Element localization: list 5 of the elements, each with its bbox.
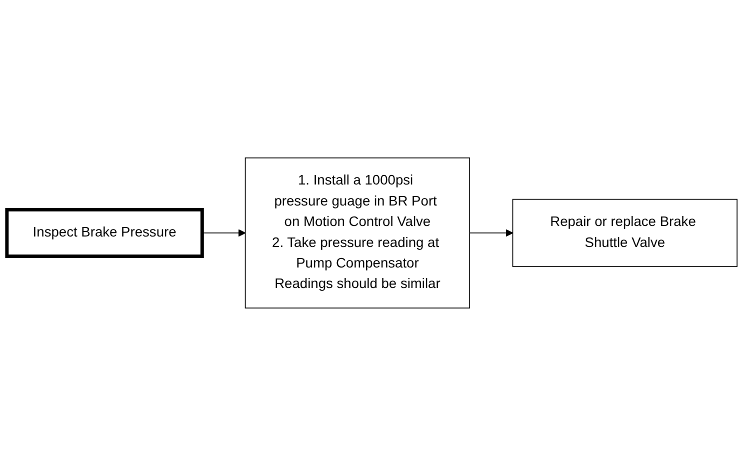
node-box: 1. Install a 1000psi pressure guage in BR Port on Motion Control Valve 2. Take pressure reading at Pump Compensator Readings should be similar <box>244 157 470 308</box>
arrow <box>469 228 514 236</box>
node-box: Inspect Brake Pressure <box>5 207 204 258</box>
arrow <box>202 228 246 236</box>
node-box: Repair or replace Brake Shuttle Valve <box>512 198 738 267</box>
